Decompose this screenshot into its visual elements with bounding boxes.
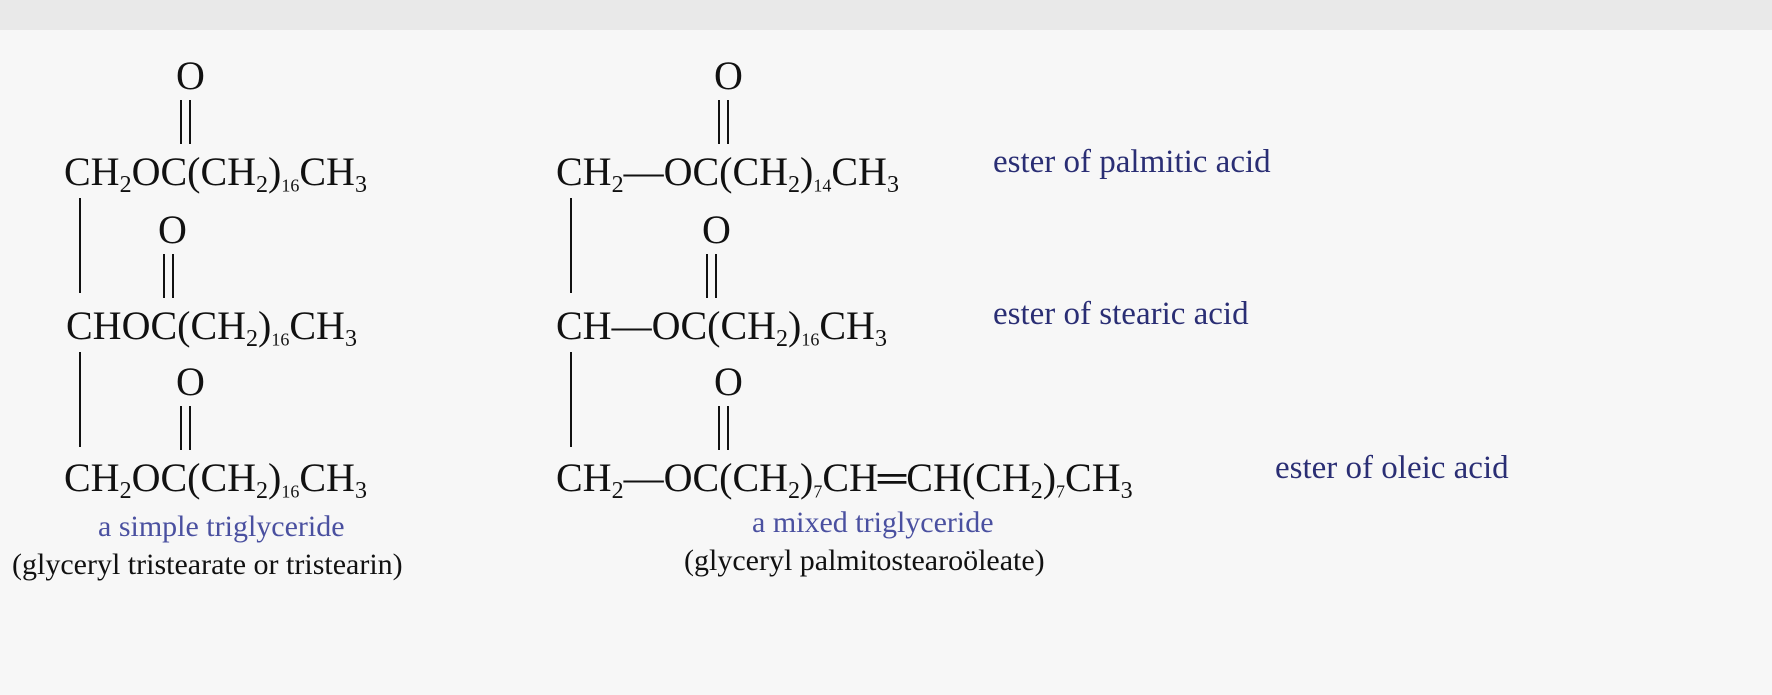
double-bond <box>718 100 729 144</box>
top-border-strip <box>0 0 1772 30</box>
double-bond <box>180 100 191 144</box>
formula-row-1: CH2OC(CH2)16CH3 <box>64 149 367 199</box>
backbone-bond <box>570 352 572 447</box>
formula-row-3: CH2—OC(CH2)7CH═CH(CH2)7CH3 <box>556 455 1133 505</box>
carbonyl-oxygen: O <box>714 53 743 98</box>
backbone-bond <box>79 198 81 293</box>
ester-label-oleic: ester of oleic acid <box>1275 450 1509 486</box>
double-bond <box>706 254 717 298</box>
carbonyl-oxygen: O <box>158 207 187 252</box>
double-bond <box>718 406 729 450</box>
ester-label-palmitic: ester of palmitic acid <box>993 144 1271 180</box>
carbonyl-oxygen: O <box>702 207 731 252</box>
carbonyl-oxygen: O <box>176 359 205 404</box>
mixed-caption: a mixed triglyceride <box>752 506 994 539</box>
ester-label-stearic: ester of stearic acid <box>993 296 1249 332</box>
formula-row-2: CH—OC(CH2)16CH3 <box>556 303 887 353</box>
formula-row-2: CHOC(CH2)16CH3 <box>66 303 357 353</box>
double-bond <box>163 254 174 298</box>
formula-row-3: CH2OC(CH2)16CH3 <box>64 455 367 505</box>
backbone-bond <box>79 352 81 447</box>
double-bond <box>180 406 191 450</box>
simple-caption: a simple triglyceride <box>98 510 345 543</box>
backbone-bond <box>570 198 572 293</box>
simple-subcaption: (glyceryl tristearate or tristearin) <box>12 548 403 581</box>
formula-row-1: CH2—OC(CH2)14CH3 <box>556 149 899 199</box>
carbonyl-oxygen: O <box>176 53 205 98</box>
mixed-subcaption: (glyceryl palmitostearoöleate) <box>684 544 1045 577</box>
carbonyl-oxygen: O <box>714 359 743 404</box>
